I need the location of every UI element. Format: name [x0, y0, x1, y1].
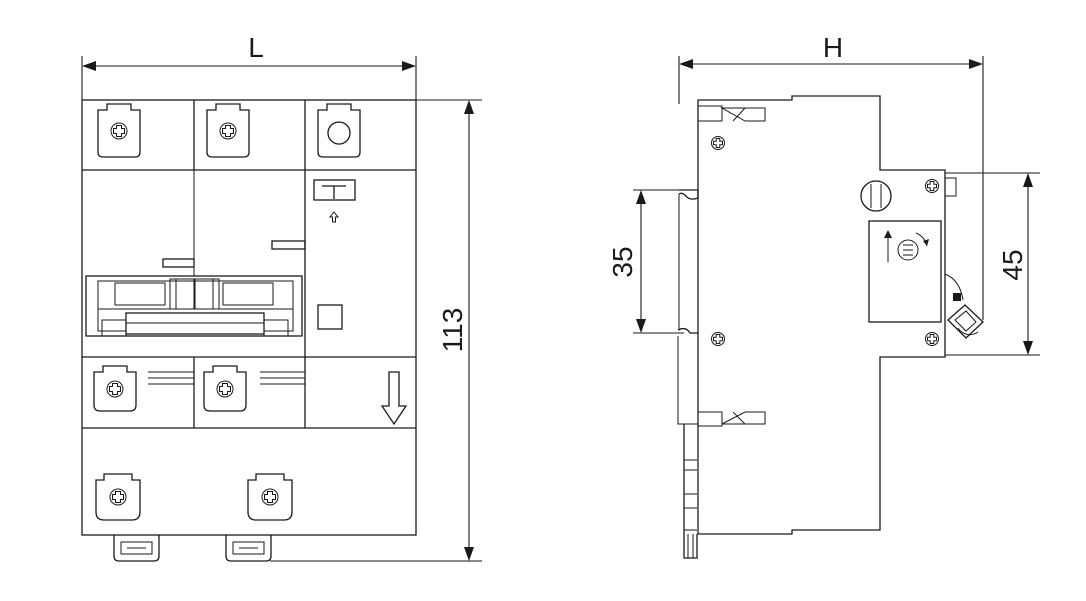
dimension-l: L [81, 32, 417, 100]
bottom-terminal-1 [95, 473, 141, 521]
down-arrow-icon [380, 371, 408, 426]
side-screw-bottom [711, 332, 725, 346]
top-terminal-2 [206, 103, 250, 158]
lower-terminal-1 [93, 365, 194, 412]
rotate-knob-icon [884, 230, 929, 262]
test-button [313, 179, 356, 223]
front-body-outline [81, 99, 417, 536]
dimension-113: 113 [270, 99, 482, 562]
top-terminal-neutral [317, 103, 361, 158]
front-view: L 113 [81, 32, 482, 562]
din-clip-1 [113, 535, 160, 562]
dimension-35: 35 [607, 189, 684, 334]
dimension-h: H [678, 32, 984, 320]
indicator-window [317, 304, 343, 330]
dimension-l-label: L [248, 32, 264, 63]
dimension-h-label: H [823, 32, 843, 63]
side-lever [947, 304, 984, 339]
setting-panel [868, 220, 942, 323]
toggle-handle [85, 275, 303, 337]
side-body-outline [697, 95, 946, 535]
dimension-45: 45 [945, 172, 1040, 356]
top-terminal-1 [97, 103, 141, 158]
dimension-35-label: 35 [607, 246, 638, 277]
side-screw-top [711, 136, 725, 150]
bottom-terminal-2 [247, 473, 293, 521]
adjuster-screw-icon [860, 180, 892, 212]
lower-terminal-2 [203, 365, 305, 412]
din-clip-2 [225, 535, 272, 562]
dimension-113-label: 113 [437, 308, 468, 353]
side-view: H 35 45 [607, 32, 1040, 559]
dimension-45-label: 45 [997, 249, 1028, 280]
